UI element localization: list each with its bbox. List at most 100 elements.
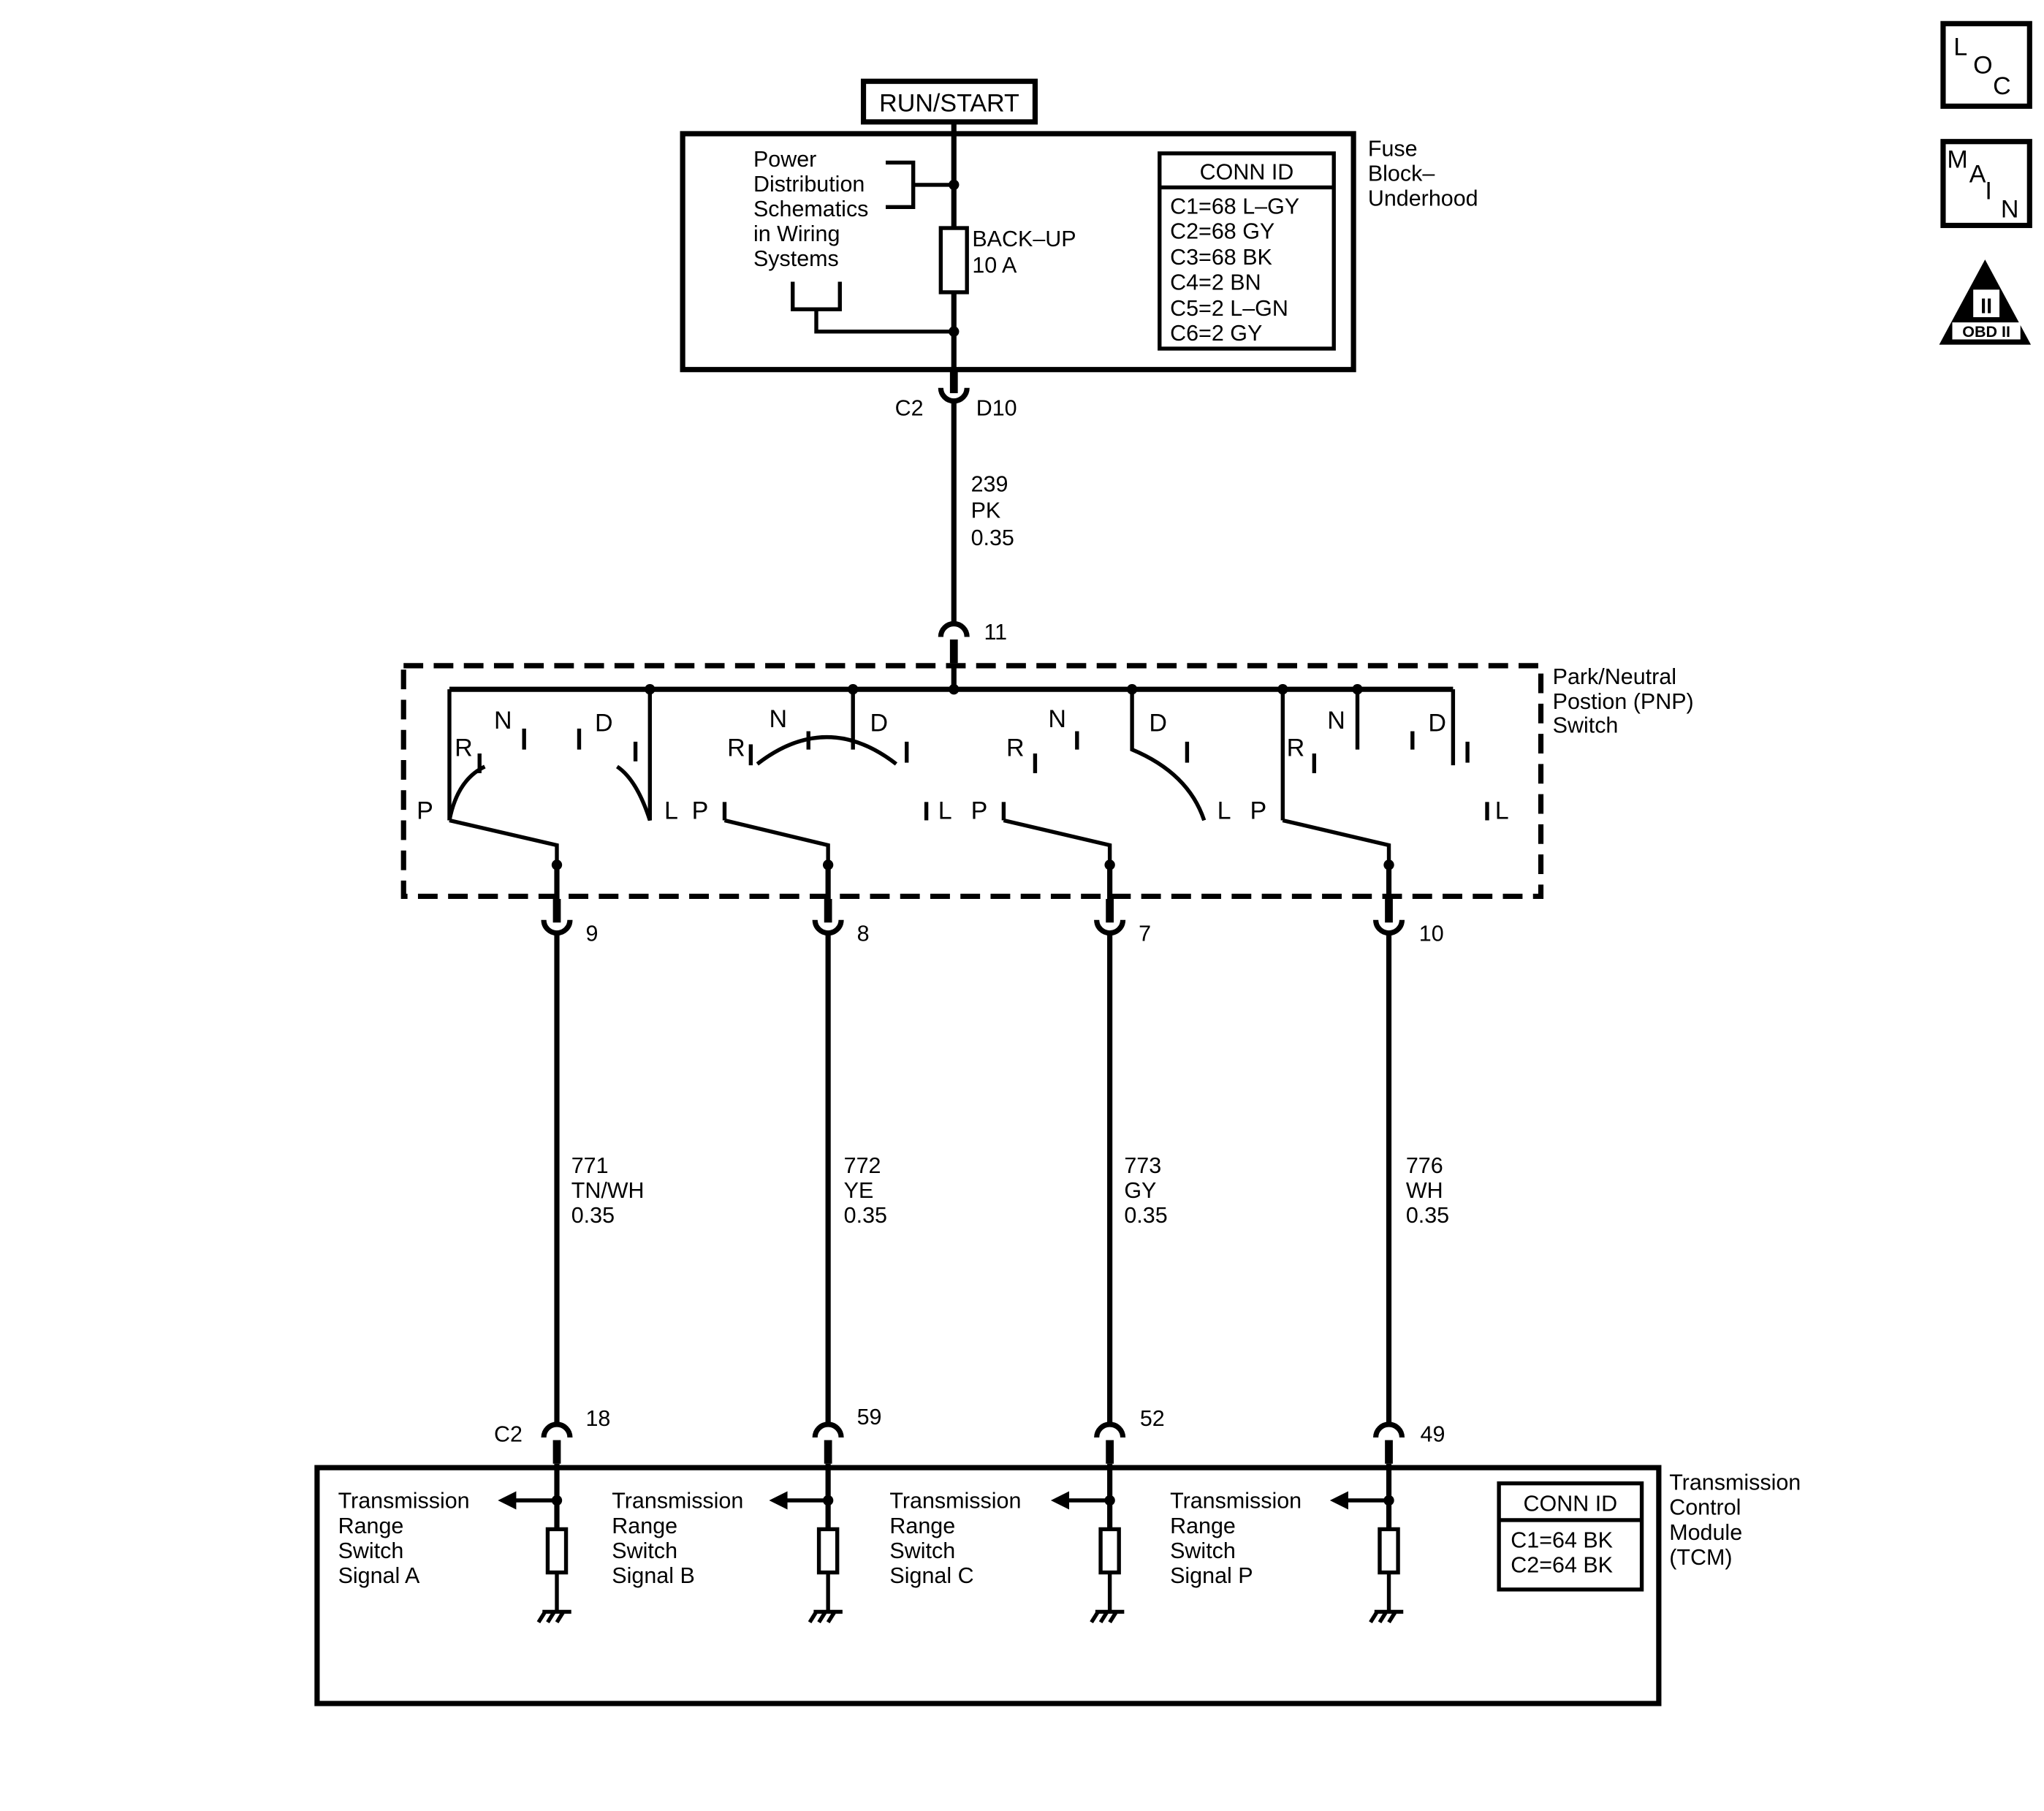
switch-pin-label: 10: [1419, 921, 1444, 946]
signal-a-line-4: Signal A: [338, 1563, 420, 1588]
transmission-control-module: C2 Transmission Control Module (TCM) CON…: [314, 1421, 1801, 1706]
switch-blade: [723, 818, 830, 865]
resistor-icon: [1098, 1527, 1121, 1575]
loc-letter: C: [1993, 72, 2011, 100]
obd-ii-badge[interactable]: II OBD II: [1939, 259, 2032, 345]
ground-icon: [1369, 1609, 1404, 1624]
main-letter: N: [2001, 196, 2019, 224]
wire-color: YE: [844, 1178, 874, 1203]
wire-gauge: 0.35: [844, 1203, 887, 1228]
tcm-title-line-4: (TCM): [1669, 1545, 1732, 1570]
power-ref-line-3: Schematics: [753, 197, 868, 221]
pos-letter-l: L: [1217, 797, 1231, 825]
fuse-block-title-line-3: Underhood: [1368, 186, 1478, 211]
connector-pin-11: 11: [938, 620, 1007, 664]
signal-c-line-4: Signal C: [889, 1563, 973, 1588]
main-badge[interactable]: M A I N: [1940, 139, 2032, 229]
arrow-left-icon: [1050, 1491, 1070, 1510]
wire-gauge: 0.35: [571, 1203, 615, 1228]
wire-circuit: 772: [844, 1153, 881, 1178]
tcm-conn-row: C1=64 BK: [1511, 1528, 1613, 1553]
fuse-block-conn-row: C5=2 L–GN: [1170, 296, 1288, 321]
circuit-771: 9 771 TN/WH 0.35 18 Transmission Range S…: [338, 865, 645, 1624]
pos-letter-p: P: [692, 797, 709, 825]
loc-letter: L: [1953, 33, 1967, 61]
loc-badge[interactable]: L O C: [1940, 20, 2032, 109]
splice-dot: [949, 179, 960, 191]
connector-c2-label: C2: [895, 395, 924, 420]
main-letter: I: [1985, 178, 1991, 205]
pnp-switch: Park/Neutral Postion (PNP) Switch P R N …: [400, 663, 1694, 900]
wire-circuit: 771: [571, 1153, 609, 1178]
pos-letter-d: D: [595, 710, 613, 737]
tcm-pin-label: 49: [1421, 1421, 1445, 1446]
pos-letter-r: R: [455, 734, 473, 762]
signal-b-line-3: Switch: [612, 1538, 677, 1563]
signal-c-line-2: Range: [889, 1514, 955, 1538]
wire-239-gauge: 0.35: [971, 525, 1014, 550]
signal-b-line-4: Signal B: [612, 1563, 694, 1588]
fuse-block-conn-row: C6=2 GY: [1170, 321, 1262, 346]
switch-pin-label: 8: [857, 921, 870, 946]
tcm-title-line-3: Module: [1669, 1520, 1742, 1545]
power-ref-tap-bottom: [814, 309, 954, 334]
switch-blade: [1003, 818, 1112, 865]
splice-dot: [949, 326, 960, 337]
pnp-switch-outline: [400, 663, 1544, 900]
pnp-title-line-1: Park/Neutral: [1553, 664, 1676, 689]
pos-letter-p: P: [1250, 797, 1266, 825]
power-ref-bracket-bottom: [791, 281, 842, 311]
tcm-connector-label: C2: [494, 1421, 523, 1446]
pos-letter-r: R: [1006, 734, 1025, 762]
wire-gauge: 0.35: [1124, 1203, 1167, 1228]
run-start-label-box: RUN/START: [860, 78, 1038, 125]
wire-color: TN/WH: [571, 1178, 645, 1203]
tcm-outline: [314, 1465, 1662, 1706]
fuse-block-conn-row: C2=68 GY: [1170, 219, 1274, 243]
pos-letter-n: N: [1048, 705, 1066, 733]
loc-letter: O: [1973, 51, 1992, 79]
fuse-block-title-line-2: Block–: [1368, 161, 1435, 186]
wire-239-circuit: 239: [971, 471, 1008, 496]
signal-c-line-1: Transmission: [889, 1489, 1021, 1514]
power-ref-line-2: Distribution: [753, 172, 865, 197]
power-ref-line-4: in Wiring: [753, 221, 840, 246]
pnp-section-d: P R N D L: [1250, 689, 1509, 870]
power-ref-bracket-right: [886, 160, 916, 210]
pos-letter-n: N: [494, 707, 512, 734]
tcm-title-line-2: Control: [1669, 1495, 1741, 1520]
switch-blade: [1282, 818, 1391, 865]
signal-a-line-3: Switch: [338, 1538, 404, 1563]
pos-letter-l: L: [664, 797, 678, 825]
wire-color: WH: [1406, 1178, 1443, 1203]
circuit-772: 8 772 YE 0.35 59 Transmission Range Swit…: [612, 865, 887, 1624]
wire-circuit: 773: [1124, 1153, 1161, 1178]
wire-color: GY: [1124, 1178, 1156, 1203]
pos-letter-p: P: [971, 797, 988, 825]
pnp-section-a: P R N D L: [417, 689, 678, 870]
pos-letter-d: D: [870, 710, 889, 737]
power-ref-line-1: Power: [753, 147, 816, 172]
signal-b-line-2: Range: [612, 1514, 677, 1538]
tcm-title-line-1: Transmission: [1669, 1470, 1801, 1495]
fuse-block-outline: [680, 131, 1356, 373]
fuse-block-title-line-1: Fuse: [1368, 136, 1418, 161]
obd-ii-numeral: II: [1980, 295, 1992, 319]
run-start-label: RUN/START: [879, 89, 1019, 117]
pnp-title-line-2: Postion (PNP): [1553, 689, 1694, 714]
signal-p-line-1: Transmission: [1170, 1489, 1302, 1514]
wire-circuit: 776: [1406, 1153, 1443, 1178]
pnp-title-line-3: Switch: [1553, 713, 1619, 737]
circuit-773: 7 773 GY 0.35 52 Transmission Range Swit…: [889, 865, 1168, 1624]
arrow-left-icon: [769, 1491, 788, 1510]
fuse-block-conn-row: C1=68 L–GY: [1170, 194, 1299, 219]
obd-ii-text: OBD II: [1962, 323, 2010, 341]
wire-239-color: PK: [971, 498, 1001, 523]
ground-icon: [808, 1609, 843, 1624]
tcm-conn-id-title: CONN ID: [1524, 1491, 1618, 1516]
circuit-776: 10 776 WH 0.35 49 Transmission Range Swi…: [1170, 865, 1449, 1624]
ground-icon: [536, 1609, 571, 1624]
pos-letter-d: D: [1149, 710, 1167, 737]
resistor-icon: [1378, 1527, 1400, 1575]
ground-icon: [1090, 1609, 1125, 1624]
